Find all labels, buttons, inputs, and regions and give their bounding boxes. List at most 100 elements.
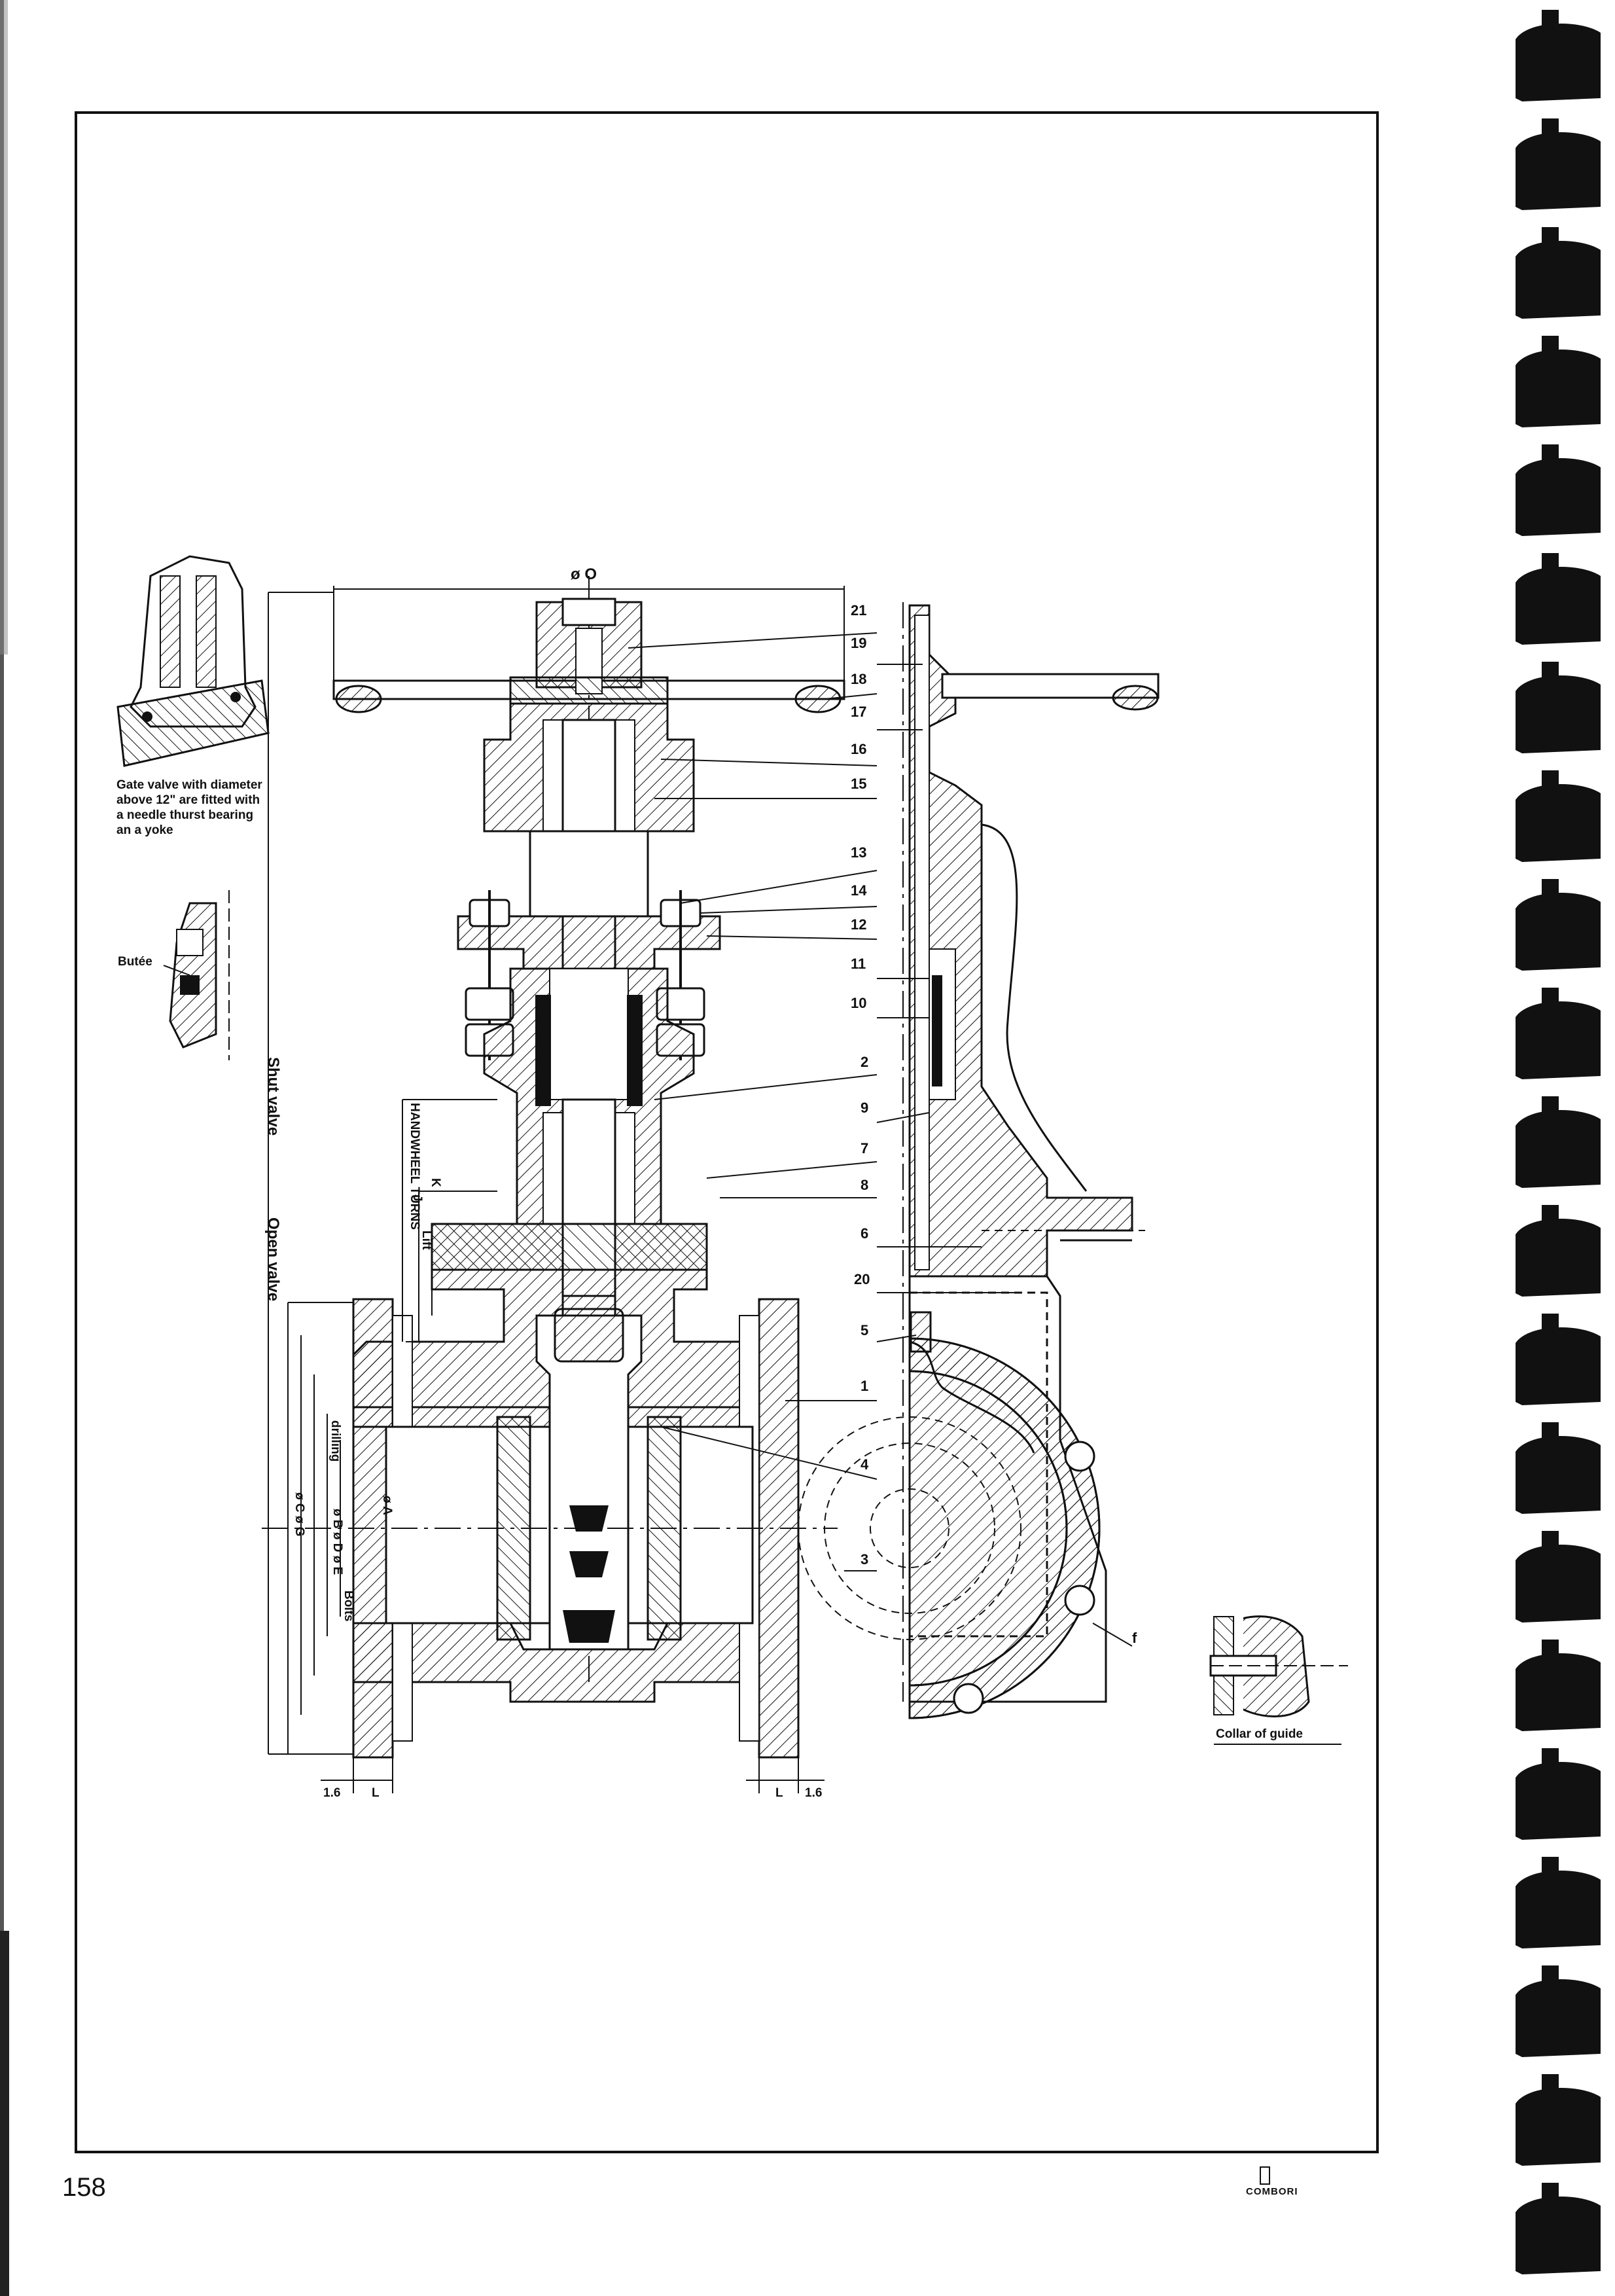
callout-3: 3 [861,1551,868,1568]
callout-13: 13 [851,844,866,861]
dims-left-label: ø C ø G [293,1492,306,1537]
drawing-frame [75,111,1379,2153]
f-label: f [1132,1630,1137,1646]
binding-ring [1516,567,1601,645]
binding-ring [1516,2197,1601,2274]
callout-10: 10 [851,995,866,1011]
binding-ring-link [1542,662,1559,701]
callout-12: 12 [851,916,866,933]
stem-nut [509,598,669,705]
handwheel-turns-label: HANDWHEEL TURNS [408,1103,421,1230]
shut-valve-label: Shut valve [264,1057,282,1136]
flange-thickness-left: 1.6 [323,1786,340,1800]
binding-ring-link [1542,1205,1559,1244]
bottom-dimensions [321,1754,825,1793]
binding-ring [1516,24,1601,101]
binding-ring [1516,2088,1601,2166]
callout-17: 17 [851,704,866,720]
page-number: 158 [62,2173,106,2202]
drilling-label: drilling [328,1420,342,1462]
brand-logo-icon [1260,2166,1270,2185]
flange-thickness-right: 1.6 [805,1786,822,1800]
binding-ring-link [1542,553,1559,592]
binding-ring [1516,1436,1601,1514]
dim-a-label: ø A [380,1496,394,1515]
collar-of-guide-label: Collar of guide [1216,1727,1303,1741]
side-view [798,602,1160,1719]
binding-ring [1516,1545,1601,1623]
callout-1: 1 [861,1378,868,1394]
binding-ring [1516,1219,1601,1297]
callout-8: 8 [861,1177,868,1193]
vertical-labels: Shut valve Open valve HANDWHEEL TURNS Li… [264,1057,442,1622]
callout-18: 18 [851,671,866,687]
inset-note: Gate valve with diameter above 12" are f… [116,778,262,837]
binding-ring [1516,1110,1601,1188]
bolts-label: Bolts [342,1590,355,1622]
binding-ring-link [1542,770,1559,810]
spiral-binding [1516,10,1601,2274]
binding-ring-link [1542,1422,1559,1462]
callout-9: 9 [861,1100,868,1116]
butee-label: Butée [118,955,152,969]
callout-5: 5 [861,1322,868,1338]
binding-ring-link [1542,879,1559,918]
callout-20: 20 [854,1271,870,1287]
binding-ring-link [1542,1857,1559,1896]
binding-ring-link [1542,444,1559,484]
binding-ring-link [1542,1531,1559,1570]
handwheel-diameter-label: ø O [571,565,597,583]
lift-label: Lift [419,1230,433,1250]
binding-ring-link [1542,1965,1559,2005]
svg-text:above 12" are fitted with: above 12" are fitted with [116,793,260,807]
scan-edge [0,0,9,2296]
binding-ring-link [1542,988,1559,1027]
binding-ring-link [1542,2183,1559,2222]
binding-ring [1516,1871,1601,1948]
callout-16: 16 [851,741,866,757]
butee-detail: Butée [118,890,230,1060]
callout-numbers: 21 19 18 17 16 15 13 14 12 11 10 2 9 7 8… [851,602,1137,1646]
binding-ring [1516,350,1601,427]
binding-ring [1516,1762,1601,1840]
callout-2: 2 [861,1054,868,1070]
binding-ring [1516,1001,1601,1079]
svg-text:a needle thurst bearing: a needle thurst bearing [116,808,253,822]
left-dimensions [268,592,504,1755]
binding-ring [1516,1327,1601,1405]
j-label: J [410,1194,424,1202]
binding-ring [1516,675,1601,753]
binding-ring-link [1542,1314,1559,1353]
svg-text:an a yoke: an a yoke [116,823,173,837]
binding-ring [1516,241,1601,319]
callout-4: 4 [861,1456,869,1473]
dims-mid-label: ø B ø D ø E [330,1509,344,1575]
callout-19: 19 [851,635,866,651]
binding-ring-link [1542,118,1559,158]
binding-ring [1516,1979,1601,2057]
binding-ring-link [1542,2074,1559,2113]
callout-15: 15 [851,776,866,792]
flange-length-left: L [372,1786,380,1800]
binding-ring [1516,458,1601,536]
binding-ring [1516,1653,1601,1731]
open-valve-label: Open valve [264,1217,282,1301]
callout-7: 7 [861,1140,868,1157]
binding-ring-link [1542,227,1559,266]
callout-21: 21 [851,602,866,619]
collar-of-guide-detail: Collar of guide [1209,1615,1348,1745]
binding-ring [1516,132,1601,210]
callout-11: 11 [851,956,866,972]
callout-leaders [628,632,1133,1647]
callout-6: 6 [861,1225,868,1242]
binding-ring-link [1542,1096,1559,1136]
binding-ring-link [1542,1748,1559,1787]
binding-ring [1516,893,1601,971]
binding-ring [1516,784,1601,862]
binding-ring-link [1542,10,1559,49]
flange-length-right: L [775,1786,783,1800]
gland [457,890,721,1060]
valve-body [352,1223,800,1759]
callout-14: 14 [851,882,867,899]
